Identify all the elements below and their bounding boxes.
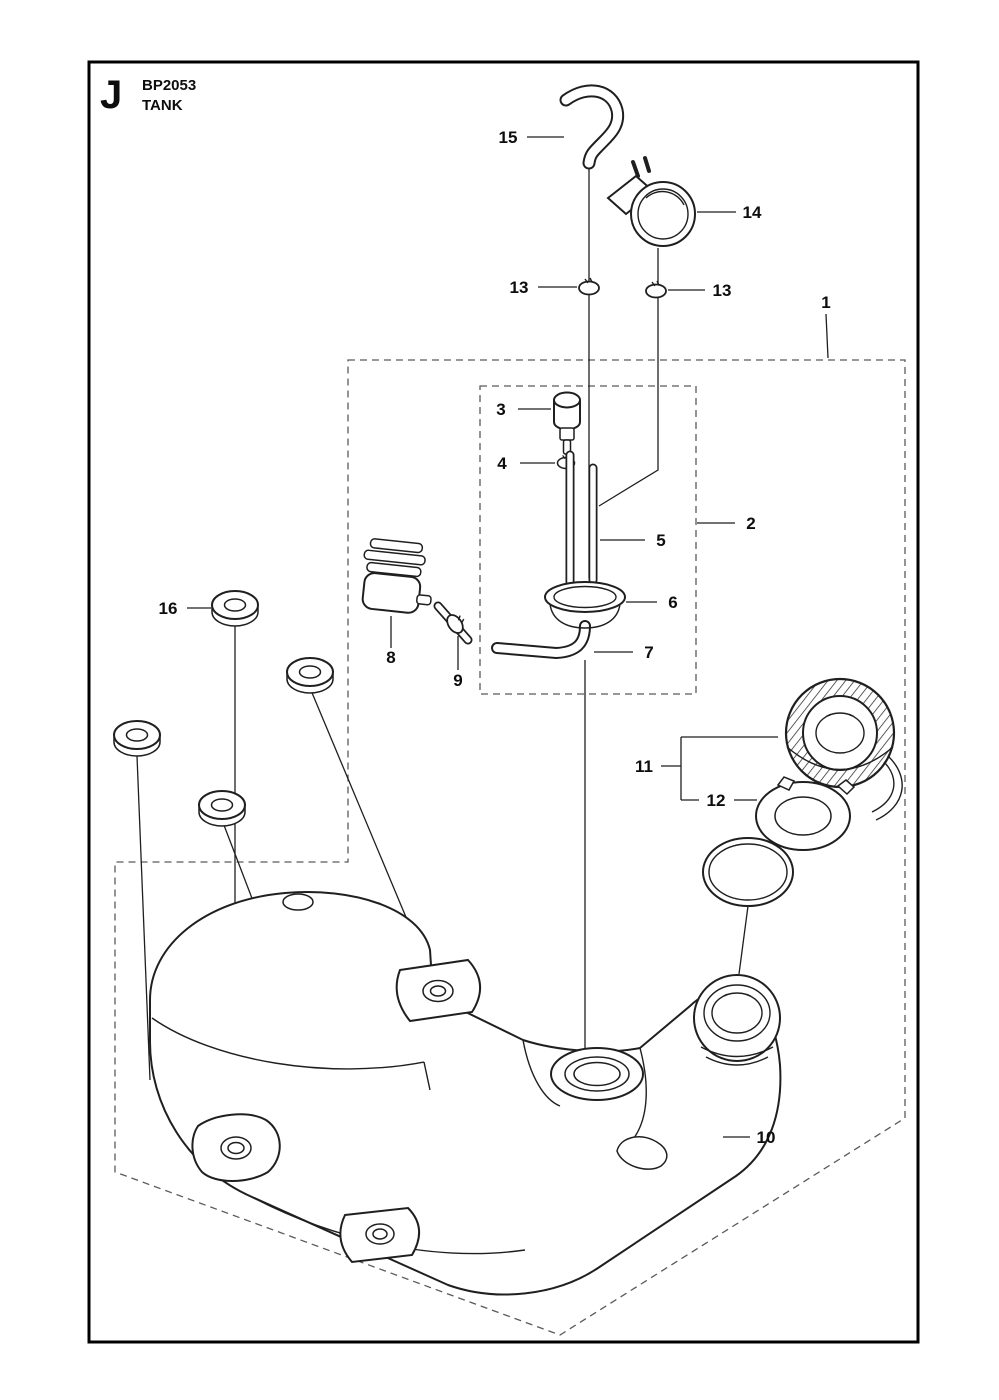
fuel-cap	[784, 677, 903, 821]
tank-filler-neck	[693, 974, 781, 1066]
callout-1: 1	[821, 293, 830, 312]
callout-16: 16	[159, 599, 178, 618]
callout-leader-lines	[187, 136, 829, 1138]
callout-14: 14	[743, 203, 762, 222]
cap-gasket	[702, 837, 794, 907]
fuel-hose	[559, 84, 625, 170]
tank-lug-bottom	[339, 1206, 420, 1264]
tank-recess	[616, 1136, 668, 1170]
page-letter: J	[100, 73, 122, 117]
callout-3: 3	[496, 400, 505, 419]
callout-13-left: 13	[510, 278, 529, 297]
primer-bulb	[606, 156, 696, 247]
callout-13-right: 13	[713, 281, 732, 300]
tank-vent	[553, 391, 581, 455]
callout-6: 6	[668, 593, 677, 612]
callout-11: 11	[635, 757, 653, 776]
model-number: BP2053	[142, 77, 196, 94]
fuel-lines	[565, 450, 598, 590]
tank-top-boss	[282, 893, 314, 911]
section-title: TANK	[142, 97, 183, 114]
callout-10: 10	[757, 1128, 776, 1147]
fuel-tank	[149, 891, 782, 1296]
fuel-filter	[361, 538, 432, 614]
group-outline-1	[114, 359, 906, 1336]
callout-labels: 1 2 3 4 5 6 7 8 9 10 11 12 13 13 14 15 1…	[159, 128, 831, 1147]
washer-grommet-d	[198, 790, 246, 827]
group-outline-2	[479, 385, 697, 695]
fuel-line-elbow	[491, 620, 591, 660]
washer-grommet-c	[113, 720, 161, 757]
hose-clamp-right	[645, 280, 667, 299]
callout-2: 2	[746, 514, 755, 533]
callout-4: 4	[497, 454, 507, 473]
callout-8: 8	[386, 648, 395, 667]
tank-grommet	[544, 581, 626, 629]
washer-grommet-b	[286, 657, 334, 694]
callout-7: 7	[644, 643, 653, 662]
cap-retainer	[755, 776, 856, 851]
callout-9: 9	[453, 671, 462, 690]
page-border	[87, 60, 920, 1344]
washer-grommet-16	[211, 590, 259, 627]
tank-lug-top	[395, 958, 481, 1023]
callout-15: 15	[499, 128, 518, 147]
callout-12: 12	[707, 791, 726, 810]
callout-5: 5	[656, 531, 665, 550]
tank-lug-left	[191, 1113, 281, 1182]
tank-filler-collar	[550, 1047, 644, 1101]
